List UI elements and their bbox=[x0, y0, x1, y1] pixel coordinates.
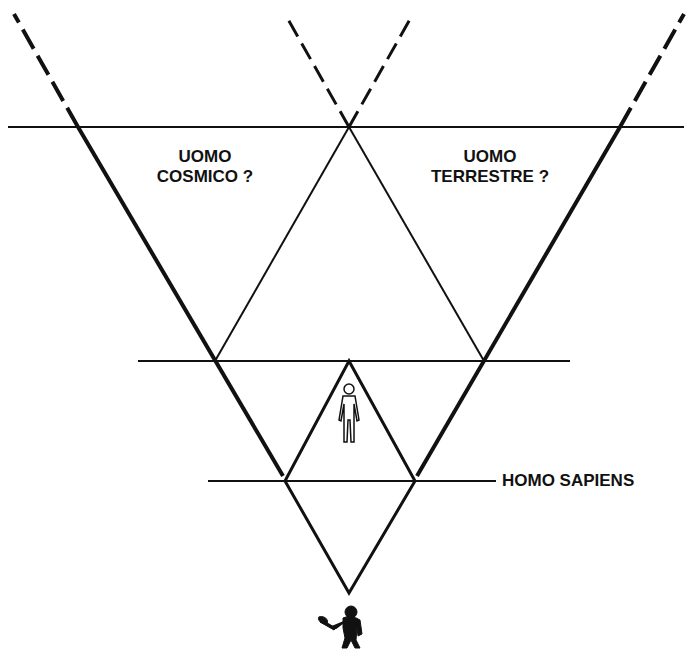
diagram-label: UOMO TERRESTRE ? bbox=[420, 147, 560, 187]
horizon-line bbox=[8, 126, 684, 128]
horizon-line bbox=[208, 480, 496, 482]
dashed-line bbox=[620, 14, 684, 127]
diamond-outline bbox=[285, 361, 415, 593]
human-figure bbox=[339, 384, 359, 442]
outer-line bbox=[417, 127, 620, 476]
dashed-line bbox=[349, 14, 413, 127]
dashed-line bbox=[14, 14, 78, 127]
dashed-line bbox=[285, 14, 349, 127]
inner-line bbox=[215, 127, 349, 361]
diagram-label: UOMO COSMICO ? bbox=[150, 147, 260, 187]
outer-line bbox=[78, 127, 283, 476]
diagram-label: HOMO SAPIENS bbox=[502, 471, 692, 491]
ape-man-figure bbox=[317, 606, 362, 648]
horizon-line bbox=[138, 360, 570, 362]
